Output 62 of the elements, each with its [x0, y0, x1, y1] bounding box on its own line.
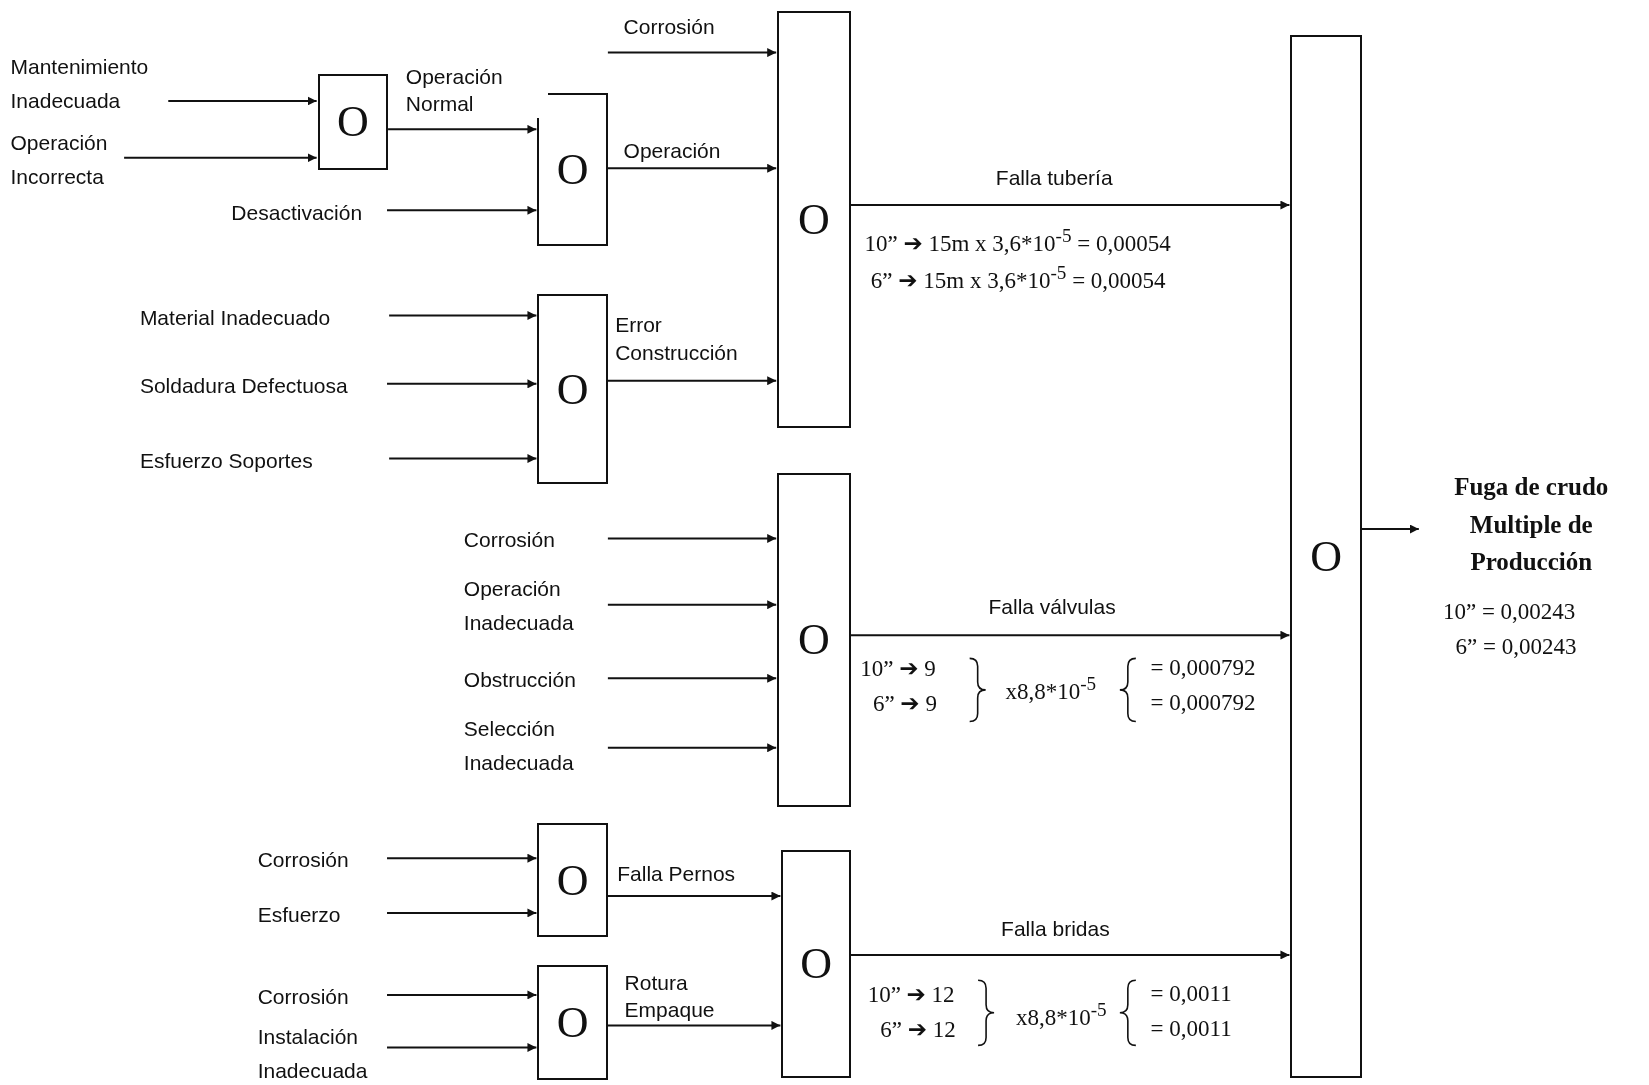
- probability-value: 10” = 0,00243: [1442, 599, 1576, 626]
- or-gate-box: O: [317, 73, 389, 171]
- arrow: [606, 743, 778, 753]
- or-gate-box: O: [1290, 34, 1362, 1078]
- arrow: [167, 96, 318, 106]
- or-gate-box: O: [781, 849, 851, 1078]
- cause-label: Obstrucción: [463, 662, 608, 697]
- cause-label: Esfuerzo Soportes: [139, 443, 390, 478]
- arrow: [606, 1020, 782, 1030]
- cause-label: Operación Inadecuada: [463, 572, 608, 640]
- formula-text: x8,8*10$^{-5}$: [1015, 999, 1107, 1031]
- formula-text: 10” ➔ 15m x 3,6*10$^{-5}$ = 0,00054: [864, 225, 1171, 257]
- formula-text: = 0,000792: [1150, 655, 1256, 682]
- arrow: [606, 891, 782, 901]
- or-gate-box: O: [777, 473, 851, 807]
- arrow: [123, 153, 318, 163]
- cause-label: Corrosión: [257, 980, 387, 1014]
- formula-text: = 0,0011: [1150, 981, 1232, 1008]
- cause-label: Material Inadecuado: [139, 300, 390, 335]
- probability-value: 6” = 0,00243: [1455, 634, 1577, 661]
- arrow: [387, 124, 538, 134]
- cause-label: Soldadura Defectuosa: [139, 369, 387, 403]
- arrow: [388, 311, 538, 320]
- formula-text: 6” ➔ 9: [872, 689, 937, 717]
- arrow: [606, 48, 778, 58]
- arrow: [849, 630, 1291, 640]
- arrow: [606, 673, 778, 683]
- cause-label: Instalación Inadecuada: [257, 1020, 387, 1085]
- arrow: [849, 950, 1291, 960]
- formula-text: x8,8*10$^{-5}$: [1005, 673, 1097, 705]
- arrow: [386, 853, 538, 863]
- or-gate-box: O: [537, 965, 608, 1081]
- or-gate-box: O: [777, 10, 851, 429]
- formula-text: 10” ➔ 12: [867, 981, 955, 1009]
- arrow: [386, 1043, 538, 1052]
- formula-text: 6” ➔ 15m x 3,6*10$^{-5}$ = 0,00054: [870, 261, 1166, 294]
- arrow: [606, 376, 778, 386]
- formula-text: = 0,000792: [1150, 689, 1256, 716]
- arrow: [386, 205, 538, 215]
- cause-label: Desactivación: [231, 195, 387, 230]
- or-gate-box: O: [537, 823, 608, 938]
- or-gate-box: O: [537, 294, 608, 484]
- or-gate-box: O: [537, 92, 608, 247]
- cause-label: Corrosión: [257, 843, 387, 878]
- arrow: [606, 163, 778, 173]
- arrow: [386, 990, 538, 1000]
- cause-label: Operación Incorrecta: [10, 126, 125, 194]
- arrow: [386, 379, 538, 389]
- top-event-label: Fuga de crudo Multiple de Producción: [1419, 468, 1643, 581]
- cause-label: Mantenimiento Inadecuada: [10, 50, 169, 118]
- formula-text: = 0,0011: [1150, 1015, 1232, 1042]
- cause-label: Corrosión: [463, 522, 608, 557]
- arrow: [386, 908, 538, 918]
- arrow: [388, 454, 538, 464]
- formula-text: 6” ➔ 12: [880, 1015, 956, 1043]
- formula-text: 10” ➔ 9: [860, 655, 936, 683]
- cause-label: Esfuerzo: [257, 898, 387, 932]
- arrow: [606, 600, 778, 610]
- cause-label: Selección Inadecuada: [463, 712, 608, 780]
- arrow: [849, 200, 1291, 210]
- arrow: [1360, 524, 1420, 534]
- arrow: [606, 533, 778, 543]
